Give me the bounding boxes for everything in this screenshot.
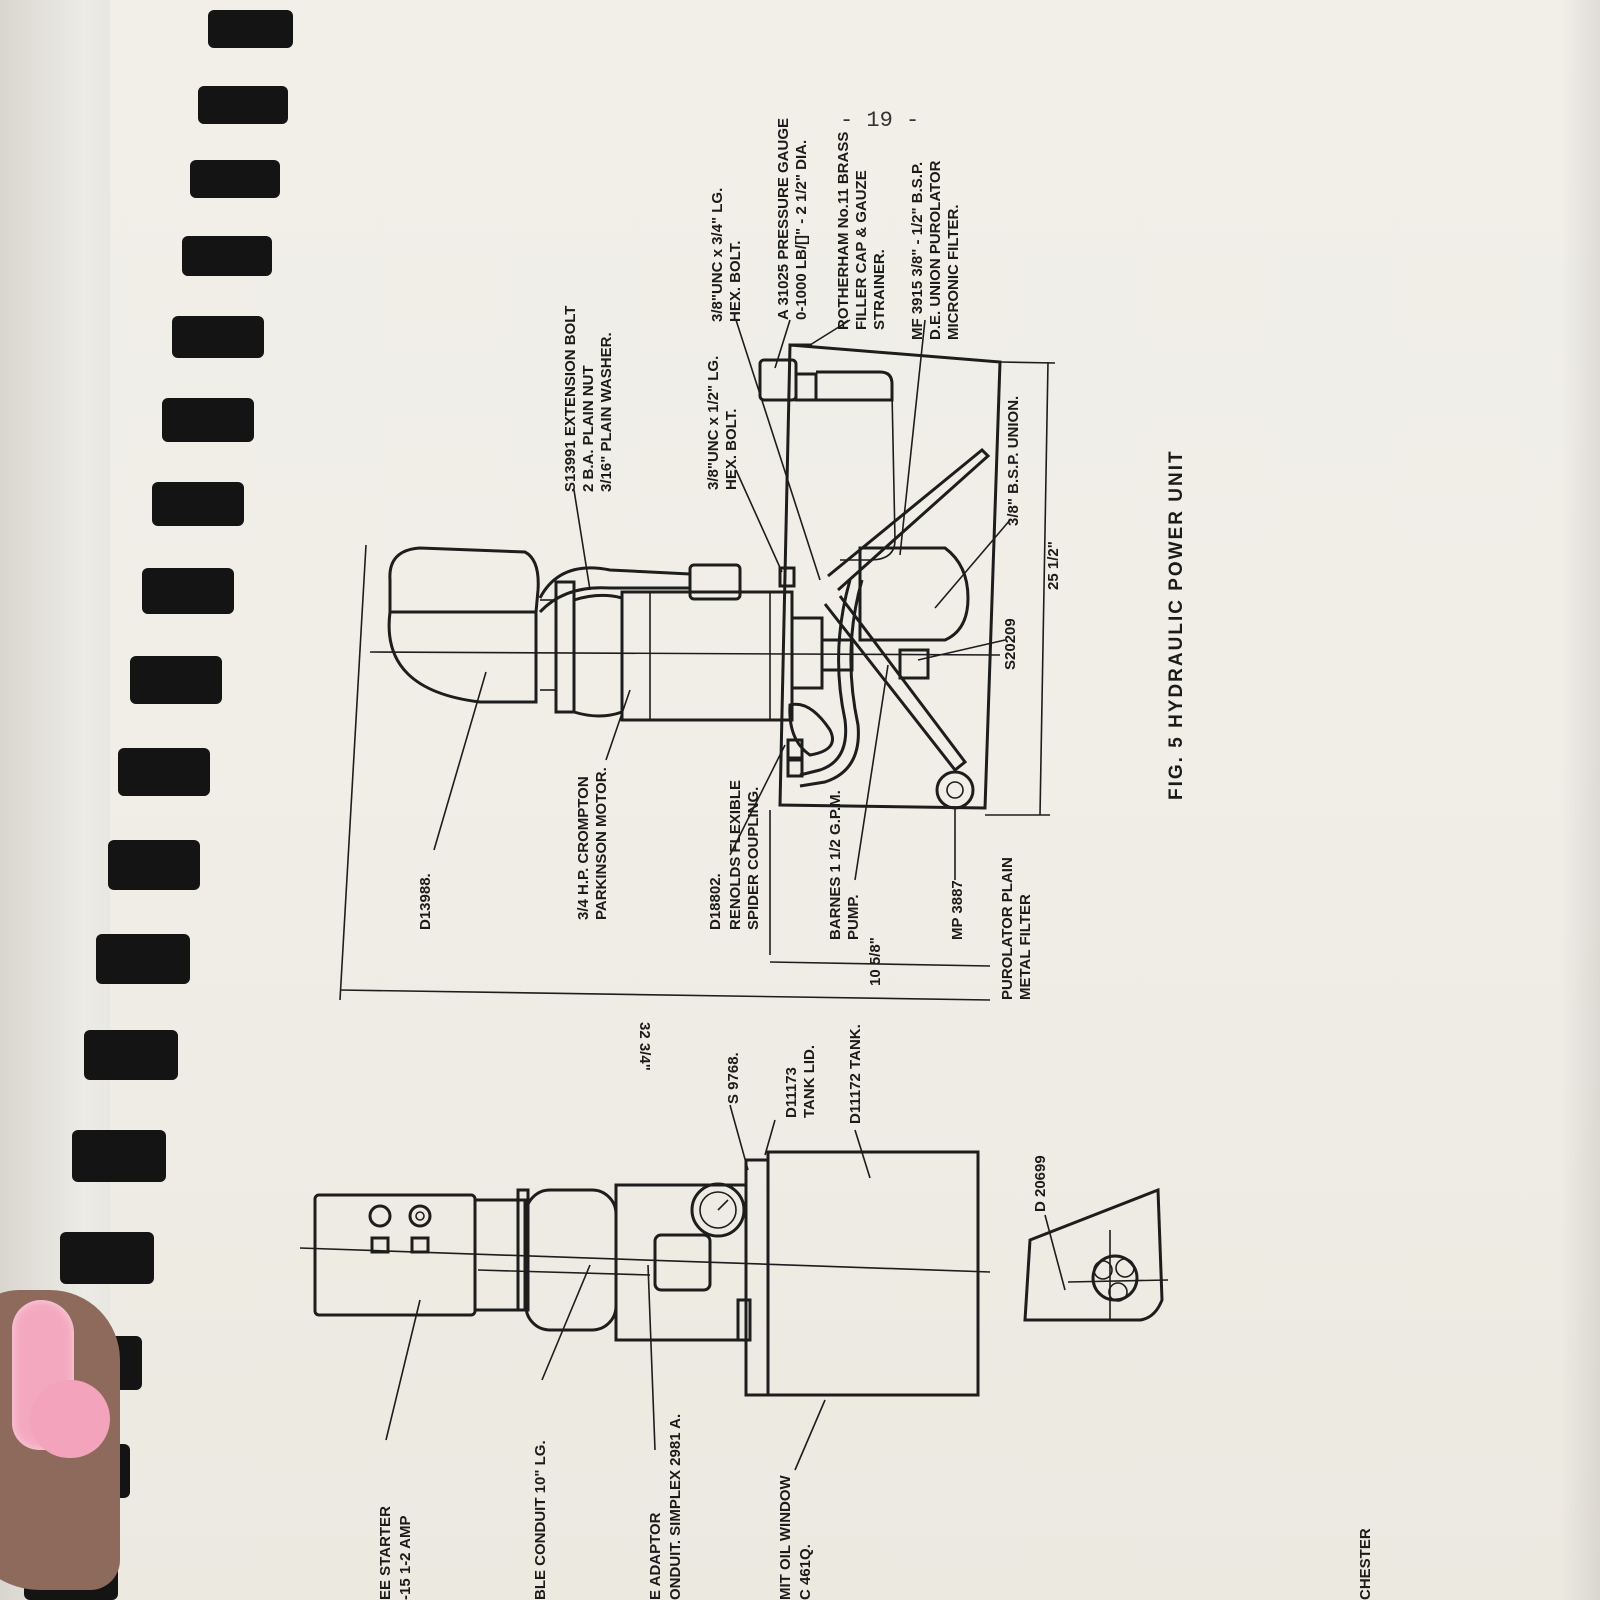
end-view	[299, 1150, 991, 1397]
label-metal-filter: PUROLATOR PLAIN METAL FILTER	[999, 853, 1034, 1000]
page-number: - 19 -	[840, 108, 920, 133]
label-conduit: BLE CONDUIT 10" LG.	[532, 1440, 549, 1600]
leader-lines	[433, 319, 1011, 881]
label-motor: 3/4 H.P. CROMPTON PARKINSON MOTOR.	[575, 767, 610, 920]
page-shadow	[1560, 0, 1600, 1600]
document-page	[110, 0, 1600, 1600]
label-starter: EE STARTER -15 1-2 AMP	[377, 1502, 414, 1600]
label-coupling: D18802. RENOLDS FLEXIBLE SPIDER COUPLING…	[707, 776, 762, 930]
label-pressure-gauge: A 31025 PRESSURE GAUGE 0-1000 LB/[]" - 2…	[775, 114, 810, 320]
label-tank: D11172 TANK.	[847, 1024, 864, 1124]
label-micronic-filter: MF 3915 3/8" - 1/2" B.S.P. D.E. UNION PU…	[909, 156, 962, 340]
label-dim-32: 32 3/4"	[636, 1022, 653, 1071]
side-view	[369, 343, 1002, 810]
label-adaptor: E ADAPTOR ONDUIT. SIMPLEX 2981 A.	[647, 1414, 684, 1600]
label-tank-lid: D11173 TANK LID.	[783, 1045, 818, 1118]
label-oil-window: MIT OIL WINDOW C 461Q.	[777, 1471, 814, 1600]
label-s9768: S 9768.	[725, 1052, 742, 1104]
label-dim-25: 25 1/2"	[1045, 541, 1062, 590]
end-view-leaders	[385, 1104, 871, 1471]
label-mp3887: MP 3887	[949, 880, 966, 940]
label-d20699: D 20699	[1032, 1155, 1049, 1212]
label-hex-bolt-large: 3/8"UNC x 3/4" LG. HEX. BOLT.	[709, 184, 744, 322]
fingernail-second	[30, 1380, 110, 1458]
label-d13988: D13988.	[417, 873, 434, 930]
label-chester: CHESTER	[1357, 1528, 1374, 1600]
label-bsp-union: 3/8" B.S.P. UNION.	[1005, 396, 1022, 526]
label-s20209: S20209	[1002, 618, 1019, 670]
detail-d20699	[1023, 1187, 1169, 1322]
label-extension-bolt: S13991 EXTENSION BOLT 2 B.A. PLAIN NUT 3…	[562, 301, 615, 492]
label-hex-bolt-small: 3/8"UNC x 1/2" LG. HEX. BOLT.	[705, 352, 740, 490]
label-filler-cap: ROTHERHAM No.11 BRASS FILLER CAP & GAUZE…	[835, 127, 888, 330]
dimension-lines	[339, 361, 1056, 1001]
label-pump: BARNES 1 1/2 G.P.M. PUMP.	[827, 786, 862, 940]
label-dim-10: 10 5/8"	[867, 937, 884, 986]
figure-caption: FIG. 5 HYDRAULIC POWER UNIT	[1166, 449, 1187, 800]
labels: S13991 EXTENSION BOLT 2 B.A. PLAIN NUT 3…	[377, 114, 1374, 1600]
